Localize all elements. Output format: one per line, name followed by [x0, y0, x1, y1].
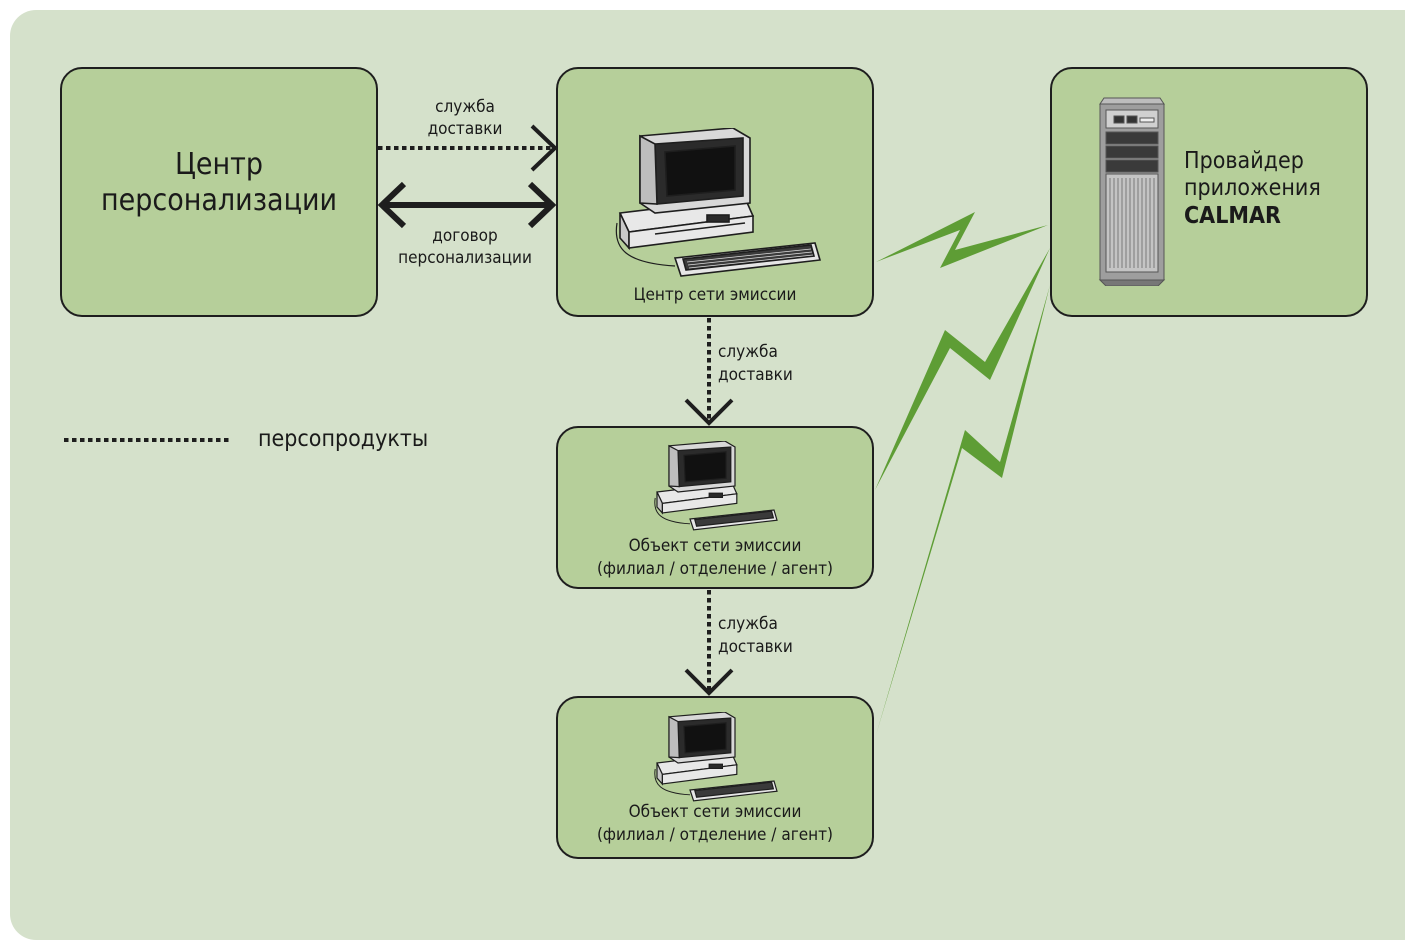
contract-arrowhead-right [527, 181, 557, 229]
delivery-label-low-1: служба [718, 614, 778, 634]
lightning-bolt-2 [875, 248, 1050, 490]
delivery-arrowhead-mid [684, 398, 734, 426]
issuing-object-2-label-1: Объект сети эмиссии [628, 802, 802, 822]
delivery-label-mid-1: служба [718, 342, 778, 362]
issuing-object-1-label-2: (филиал / отделение / агент) [596, 559, 834, 579]
provider-label-2: приложения [1184, 175, 1321, 201]
contract-label-1: договор [432, 226, 498, 246]
server-tower-icon [1098, 97, 1166, 286]
issuing-object-2-label-2: (филиал / отделение / агент) [596, 825, 834, 845]
delivery-label-top-2: доставки [427, 119, 503, 139]
lightning-bolt-1 [876, 212, 1048, 268]
connectors-layer [64, 124, 1050, 735]
contract-label-2: персонализации [398, 248, 532, 268]
delivery-arrowhead-top [530, 124, 558, 172]
personalization-center-box: Центр персонализации [60, 67, 378, 317]
legend-label: персопродукты [258, 426, 429, 452]
personalization-center-label-1: Центр [174, 147, 264, 182]
desktop-computer-icon [615, 128, 822, 277]
delivery-label-top-1: служба [435, 97, 495, 117]
delivery-arrowhead-low [684, 668, 734, 696]
delivery-label-low-2: доставки [718, 637, 793, 657]
contract-arrowhead-left [377, 181, 407, 229]
delivery-label-mid-2: доставки [718, 365, 793, 385]
issuing-object-1-label-1: Объект сети эмиссии [628, 536, 802, 556]
provider-label-1: Провайдер [1184, 148, 1304, 174]
issuing-center-label: Центр сети эмиссии [633, 285, 797, 305]
provider-label-3: CALMAR [1184, 203, 1281, 229]
lightning-links [875, 212, 1050, 735]
desktop-computer-icon [654, 712, 778, 802]
desktop-computer-icon [654, 441, 778, 531]
personalization-center-label-2: персонализации [100, 183, 338, 218]
